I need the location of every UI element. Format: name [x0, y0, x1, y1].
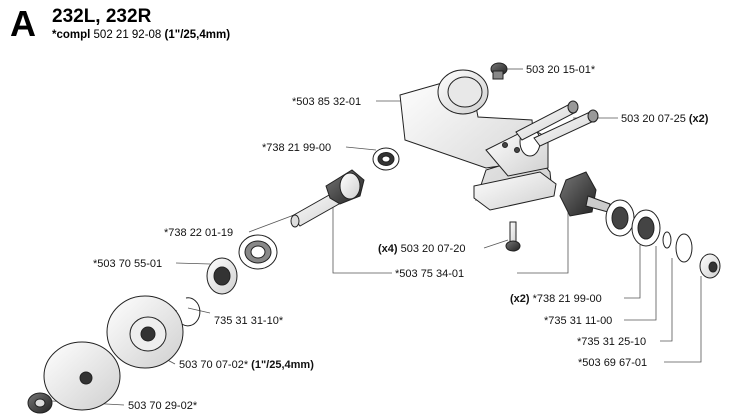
callout-503-70-55-01: *503 70 55-01 — [93, 258, 162, 270]
callout-503-85-32-01: *503 85 32-01 — [292, 96, 361, 108]
bearing-seal — [238, 234, 278, 270]
callout-503-70-29-02: 503 70 29-02* — [128, 400, 198, 412]
callout-503-20-15-01: 503 20 15-01* — [526, 64, 596, 76]
callout-503-20-07-20: (x4) 503 20 07-20 — [378, 243, 465, 255]
callout-735-31-11-00: *735 31 11-00 — [544, 315, 612, 327]
callout-503-20-07-25: 503 20 07-25 (x2) — [621, 113, 709, 125]
pinion-shaft — [290, 169, 365, 228]
input-bearing — [372, 147, 400, 171]
callout-503-75-34-01: *503 75 34-01 — [395, 268, 464, 280]
model-title: 232L, 232R — [52, 6, 152, 27]
top-screw — [490, 62, 508, 80]
end-cap — [699, 253, 721, 279]
callout-738-22-01-19: *738 22 01-19 — [164, 227, 233, 239]
callout-738-21-99-00-a: *738 21 99-00 — [262, 142, 331, 154]
output-bearings — [605, 199, 661, 247]
callout-735-31-31-10: 735 31 31-10* — [214, 315, 284, 327]
support-cup — [106, 295, 184, 369]
section-letter: A — [10, 3, 36, 44]
callout-738-21-99-00-b: (x2) *738 21 99-00 — [510, 293, 602, 305]
drive-plate — [206, 257, 238, 295]
lower-disc — [43, 341, 121, 411]
clamp-screws — [515, 100, 599, 147]
leader-lines — [51, 68, 702, 406]
small-rings — [662, 231, 693, 263]
callout-labels: 503 20 15-01* *503 85 32-01 503 20 07-25… — [93, 64, 709, 412]
compl-number: 502 21 92-08 — [90, 29, 165, 41]
nut — [27, 392, 53, 414]
gear-housing — [399, 69, 557, 211]
complete-assembly-line: *compl 502 21 92-08 (1"/25,4mm) — [52, 28, 230, 42]
callout-503-70-07-02: 503 70 07-02* (1"/25,4mm) — [179, 359, 314, 371]
compl-size: (1"/25,4mm) — [164, 29, 231, 41]
callout-503-69-67-01: *503 69 67-01 — [578, 357, 647, 369]
housing-bolt — [505, 221, 521, 252]
callout-735-31-25-10: *735 31 25-10 — [577, 336, 646, 348]
bevel-gear — [559, 171, 611, 217]
compl-prefix: *compl — [52, 29, 91, 41]
